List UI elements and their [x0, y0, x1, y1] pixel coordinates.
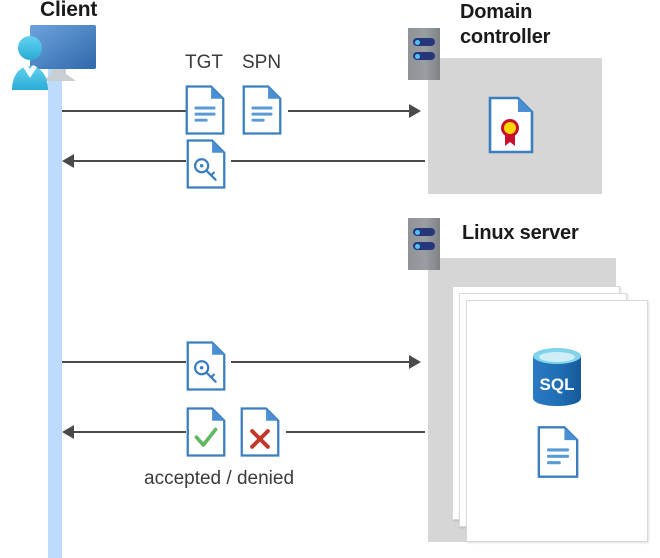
message-3-line-left	[62, 361, 186, 363]
message-2-arrowhead	[62, 154, 74, 168]
message-4-line-left	[73, 431, 186, 433]
cross-document-icon	[240, 406, 280, 463]
accepted-denied-caption: accepted / denied	[144, 468, 295, 489]
message-3-line-right	[231, 361, 410, 363]
message-3-arrowhead	[409, 355, 421, 369]
key-document-icon-2	[186, 340, 226, 397]
message-2-line-left	[73, 160, 186, 162]
domain-controller-title-line1: Domain	[460, 1, 533, 23]
client-lifeline	[48, 62, 62, 558]
server-rack-icon-dc	[408, 28, 440, 80]
keytab-document-icon	[537, 425, 579, 484]
domain-controller-title-line2: controller	[460, 26, 551, 48]
spn-label: SPN	[242, 52, 282, 73]
key-document-icon-1	[186, 138, 226, 195]
sql-database-icon: SQL	[530, 346, 584, 413]
tgt-label: TGT	[185, 52, 223, 73]
message-1-arrowhead	[409, 104, 421, 118]
spn-document-icon	[242, 84, 282, 141]
check-document-icon	[186, 406, 226, 463]
linux-server-title: Linux server	[462, 222, 579, 244]
message-4-line-right	[286, 431, 425, 433]
svg-text:SQL: SQL	[540, 375, 575, 394]
message-1-line-right	[288, 110, 410, 112]
desktop-user-icon	[8, 22, 108, 92]
tgt-document-icon	[185, 84, 225, 141]
client-title: Client	[40, 0, 98, 21]
message-1-line-left	[62, 110, 186, 112]
message-2-line-right	[231, 160, 425, 162]
domain-controller-title: Domain controller	[460, 0, 630, 50]
certificate-document-icon	[488, 96, 534, 159]
server-rack-icon-linux	[408, 218, 440, 270]
container-card-front: Container SQL	[466, 300, 648, 542]
message-4-arrowhead	[62, 425, 74, 439]
